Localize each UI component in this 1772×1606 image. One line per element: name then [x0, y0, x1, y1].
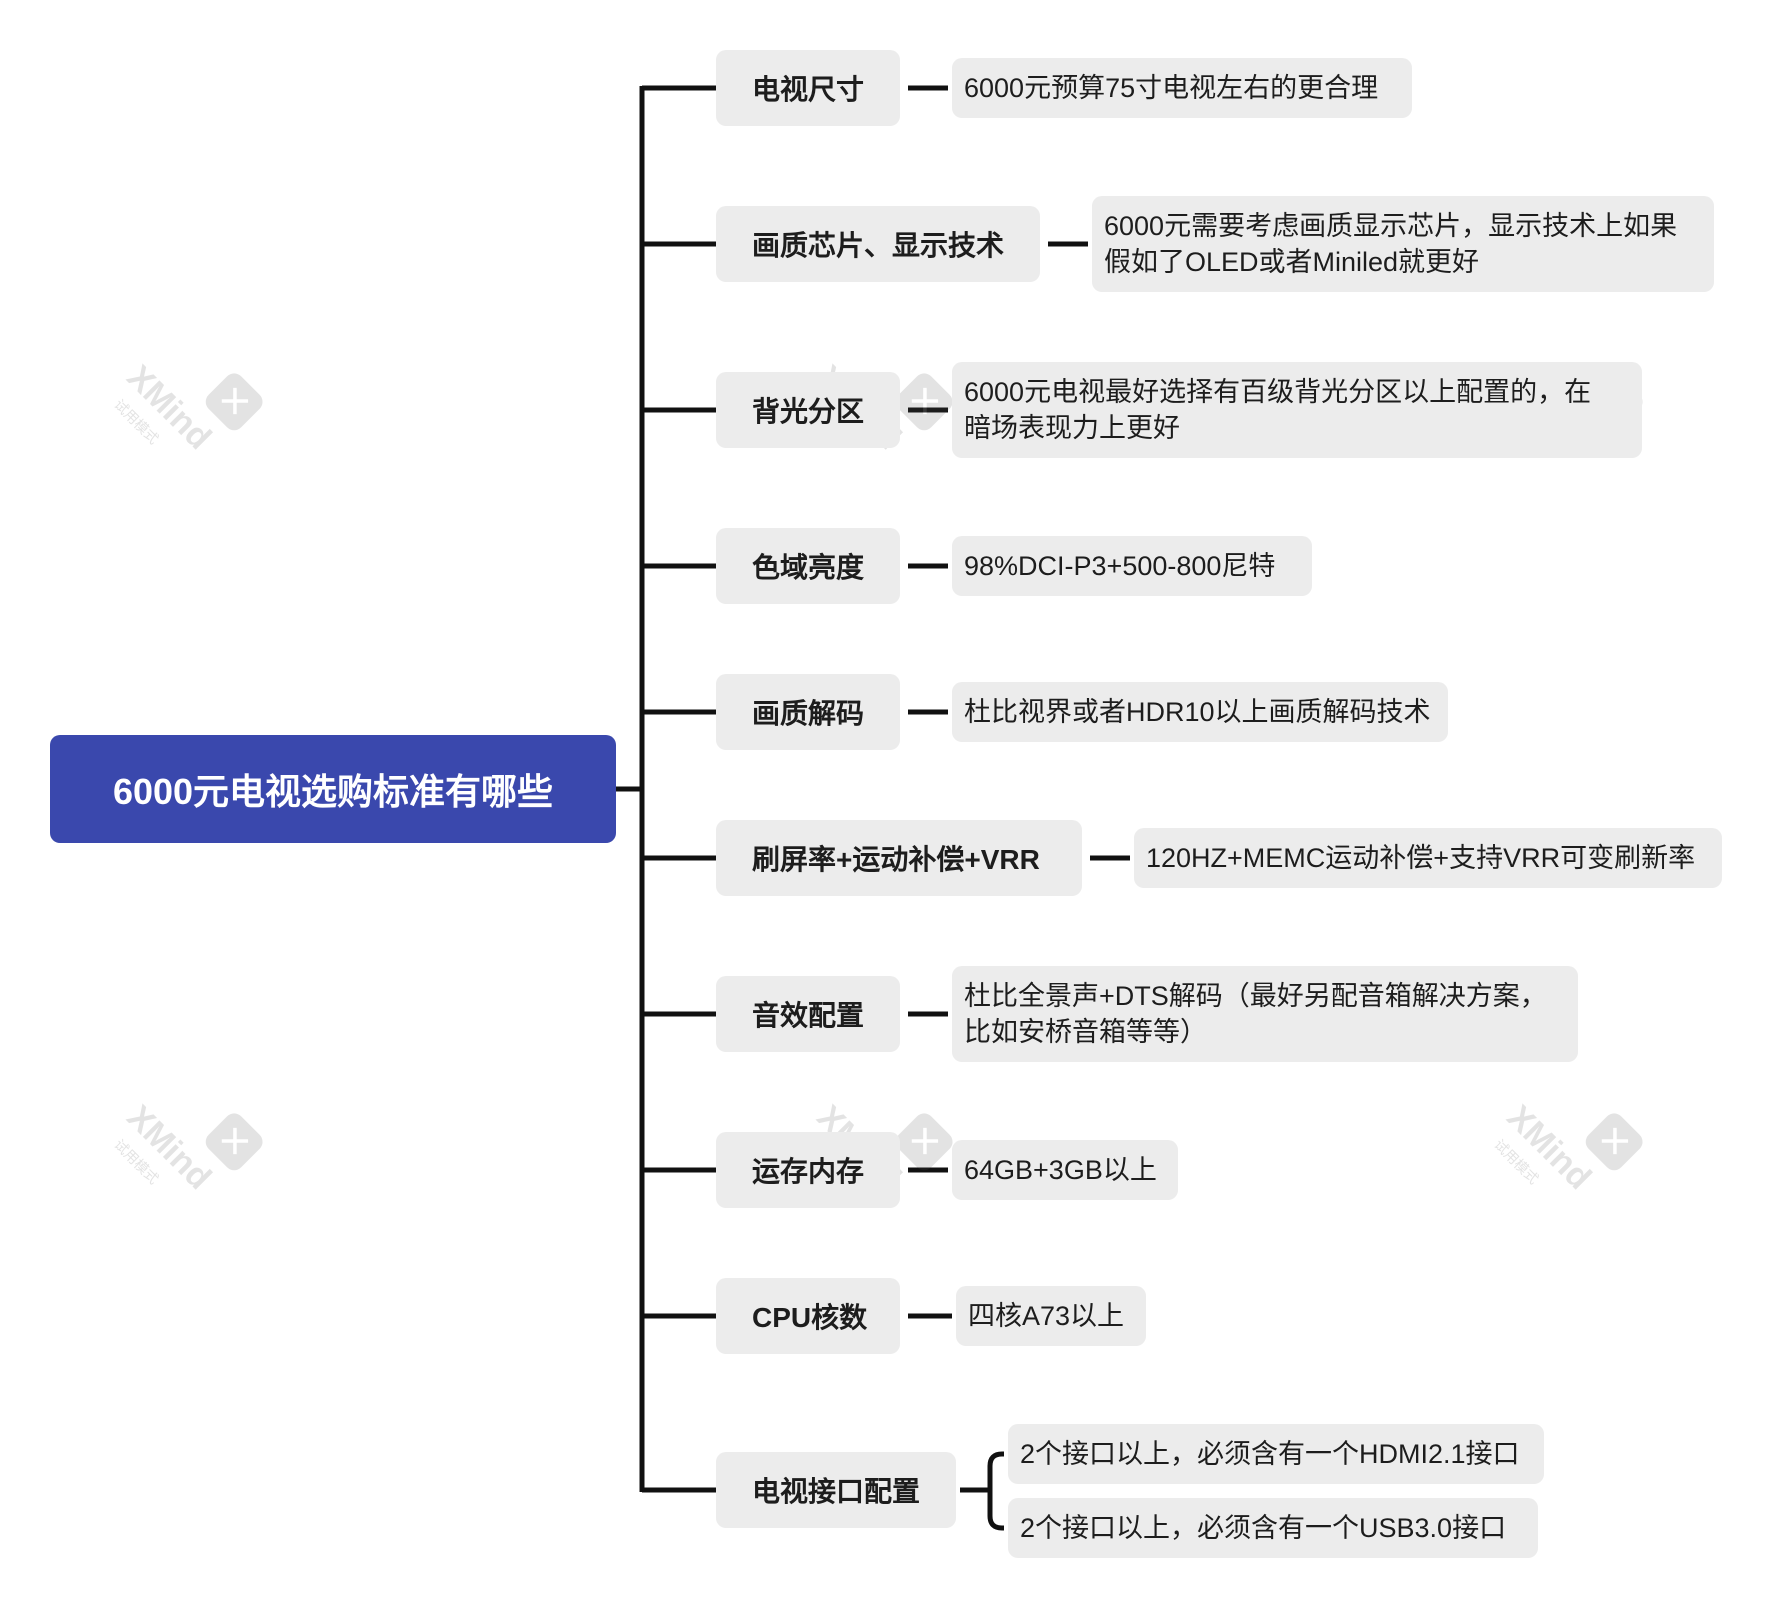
root-topic[interactable]: 6000元电视选购标准有哪些 [50, 735, 616, 843]
detail-topic[interactable]: 6000元需要考虑画质显示芯片，显示技术上如果假如了OLED或者Miniled就… [1092, 196, 1714, 292]
detail-topic[interactable]: 四核A73以上 [956, 1286, 1146, 1346]
detail-text-line: 6000元需要考虑画质显示芯片，显示技术上如果 [1104, 211, 1678, 241]
detail-topic[interactable]: 6000元电视最好选择有百级背光分区以上配置的，在暗场表现力上更好 [952, 362, 1642, 458]
category-topic[interactable]: 背光分区 [716, 372, 900, 448]
detail-text-line: 假如了OLED或者Miniled就更好 [1104, 247, 1480, 277]
detail-text-line: 比如安桥音箱等等） [964, 1017, 1207, 1047]
category-topic[interactable]: 刷屏率+运动补偿+VRR [716, 820, 1082, 896]
category-topic[interactable]: 画质解码 [716, 674, 900, 750]
detail-text-line: 杜比全景声+DTS解码（最好另配音箱解决方案， [964, 981, 1547, 1011]
detail-topic[interactable]: 64GB+3GB以上 [952, 1140, 1178, 1200]
category-topic[interactable]: CPU核数 [716, 1278, 900, 1354]
detail-topic[interactable]: 2个接口以上，必须含有一个USB3.0接口 [1008, 1498, 1538, 1558]
detail-text-line: 6000元电视最好选择有百级背光分区以上配置的，在 [964, 377, 1592, 407]
category-topic[interactable]: 电视接口配置 [716, 1452, 956, 1528]
category-topic[interactable]: 电视尺寸 [716, 50, 900, 126]
detail-topic[interactable]: 6000元预算75寸电视左右的更合理 [952, 58, 1412, 118]
detail-text-line: 暗场表现力上更好 [964, 413, 1180, 443]
detail-topic[interactable]: 杜比全景声+DTS解码（最好另配音箱解决方案， 比如安桥音箱等等） [952, 966, 1578, 1062]
detail-topic[interactable]: 98%DCI-P3+500-800尼特 [952, 536, 1312, 596]
category-topic[interactable]: 音效配置 [716, 976, 900, 1052]
detail-topic[interactable]: 120HZ+MEMC运动补偿+支持VRR可变刷新率 [1134, 828, 1722, 888]
detail-topic[interactable]: 杜比视界或者HDR10以上画质解码技术 [952, 682, 1448, 742]
detail-topic[interactable]: 2个接口以上，必须含有一个HDMI2.1接口 [1008, 1424, 1544, 1484]
category-topic[interactable]: 色域亮度 [716, 528, 900, 604]
category-topic[interactable]: 画质芯片、显示技术 [716, 206, 1040, 282]
detail-fork-connector [987, 1451, 1004, 1531]
category-topic[interactable]: 运存内存 [716, 1132, 900, 1208]
